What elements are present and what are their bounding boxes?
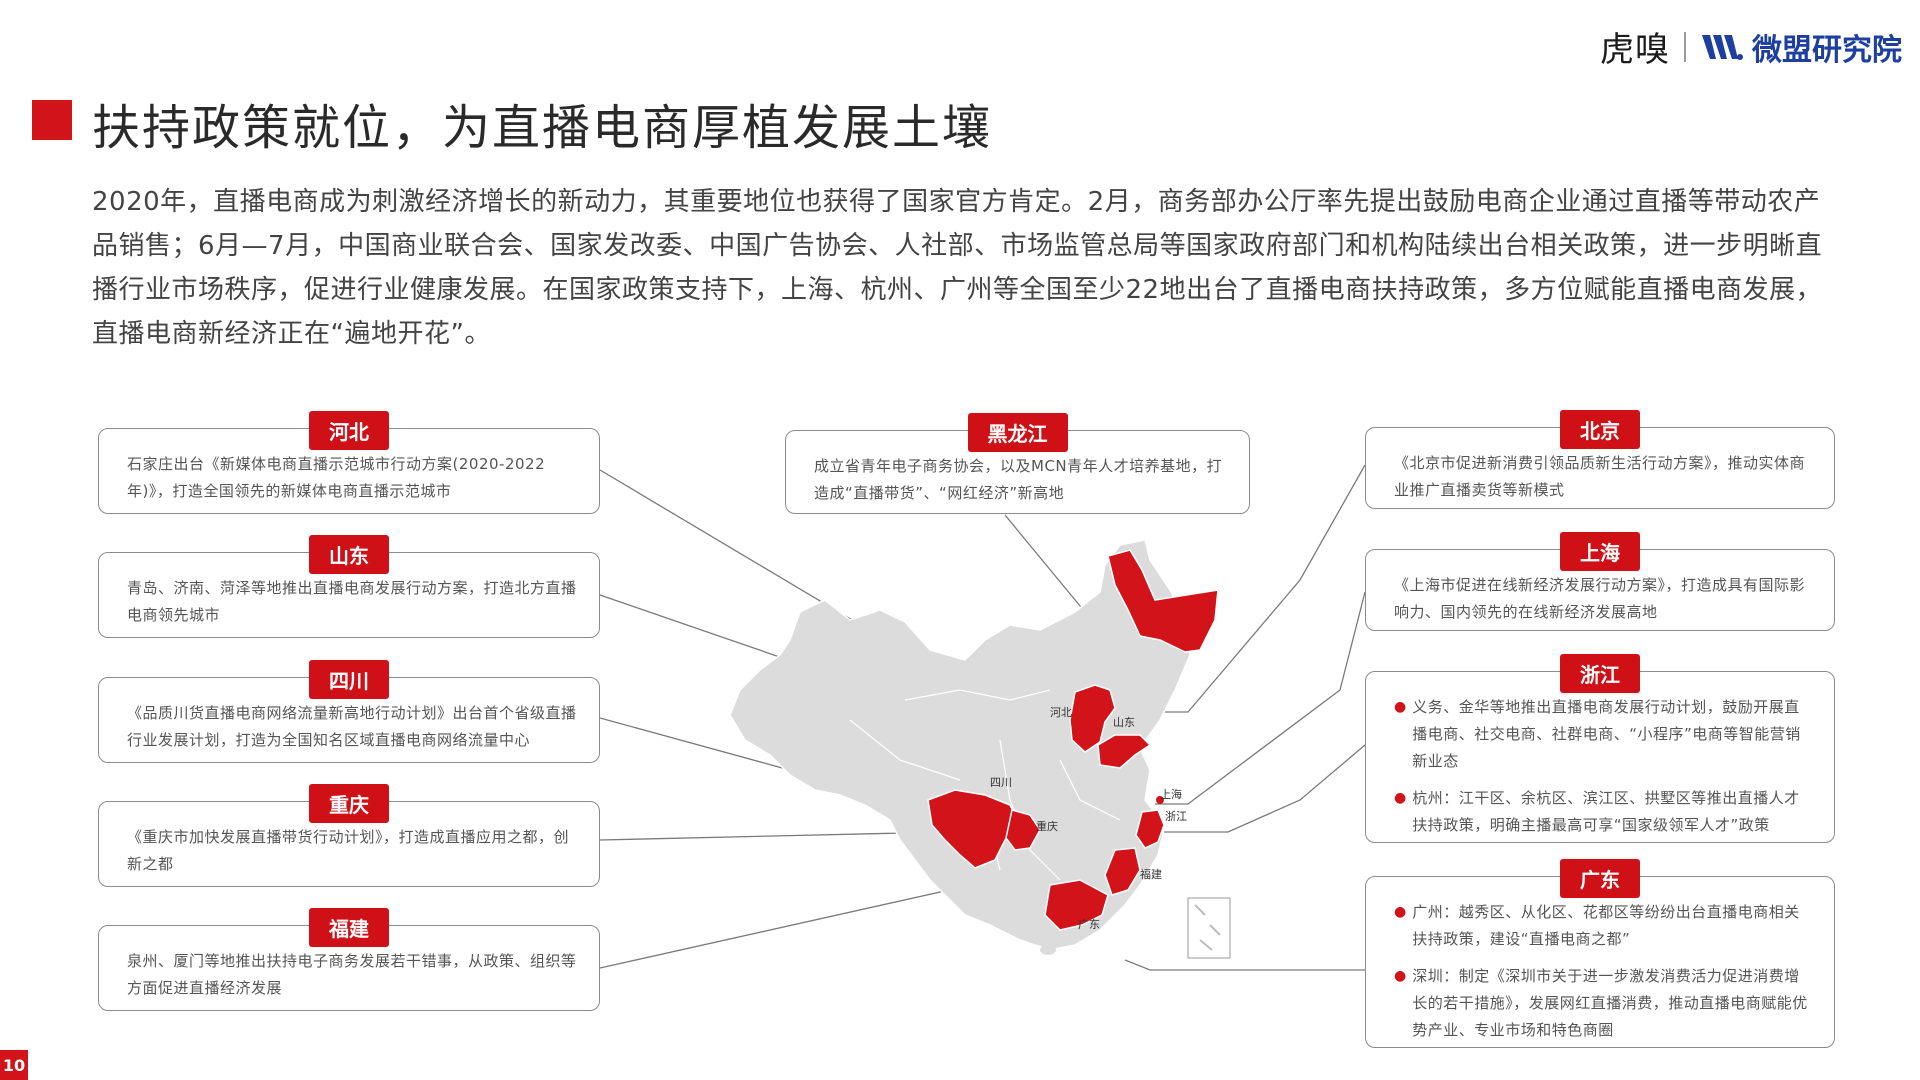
text-zhejiang-1: 义务、金华等地推出直播电商发展行动计划，鼓励开展直播电商、社交电商、社群电商、“… xyxy=(1412,698,1801,770)
zhejiang-bullet-2: ● 杭州：江干区、余杭区、滨江区、拱墅区等推出直播人才扶持政策，明确主播最高可享… xyxy=(1394,785,1812,839)
tag-hebei: 河北 xyxy=(309,411,389,450)
guangdong-bullet-2: ● 深圳：制定《深圳市关于进一步激发消费活力促进消费增长的若干措施》，发展网红直… xyxy=(1394,963,1812,1044)
guangdong-region xyxy=(1044,879,1109,931)
map-label-shanghai: 上海 xyxy=(1160,787,1182,801)
heilongjiang-region xyxy=(1107,549,1219,653)
huxiu-logo: 虎嗅 xyxy=(1600,30,1670,70)
card-chongqing: 重庆 《重庆市加快发展直播带货行动计划》，打造成直播应用之都，创新之都 xyxy=(98,784,600,887)
tag-beijing: 北京 xyxy=(1560,410,1640,449)
bullet-dot-icon: ● xyxy=(1394,699,1407,715)
map-label-guangdong: 广东 xyxy=(1078,918,1100,931)
tag-sichuan: 四川 xyxy=(309,660,389,699)
page-title: 扶持政策就位，为直播电商厚植发展土壤 xyxy=(92,100,993,156)
shanghai-connector xyxy=(1155,591,1366,805)
weimeng-w-icon xyxy=(1702,34,1743,60)
card-heilongjiang: 黑龙江 成立省青年电子商务协会，以及MCN青年人才培养基地，打造成“直播带货”、… xyxy=(785,413,1250,514)
map-label-hebei: 河北 xyxy=(1050,706,1072,719)
map-label-fujian: 福建 xyxy=(1140,867,1162,881)
card-shandong: 山东 青岛、济南、菏泽等地推出直播电商发展行动方案，打造北方直播电商领先城市 xyxy=(98,535,600,638)
text-shanghai: 《上海市促进在线新经济发展行动方案》，打造成具有国际影响力、国内领先的在线新经济… xyxy=(1394,576,1806,621)
hainan-island xyxy=(1040,945,1056,955)
map-label-zhejiang: 浙江 xyxy=(1165,810,1187,823)
text-beijing: 《北京市促进新消费引领品质新生活行动方案》，推动实体商业推广直播卖货等新模式 xyxy=(1394,454,1806,499)
tag-zhejiang: 浙江 xyxy=(1560,654,1640,693)
tag-shanghai: 上海 xyxy=(1560,532,1640,571)
zhejiang-bullet-1: ● 义务、金华等地推出直播电商发展行动计划，鼓励开展直播电商、社交电商、社群电商… xyxy=(1394,694,1812,775)
weimeng-logo: 微盟研究院 xyxy=(1700,25,1902,69)
logo-divider xyxy=(1684,31,1686,62)
card-hebei: 河北 石家庄出台《新媒体电商直播示范城市行动方案(2020-2022年)》，打造… xyxy=(98,411,600,514)
tag-shandong: 山东 xyxy=(309,535,389,574)
map-label-shandong: 山东 xyxy=(1113,716,1135,729)
card-beijing: 北京 《北京市促进新消费引领品质新生活行动方案》，推动实体商业推广直播卖货等新模… xyxy=(1365,410,1835,509)
card-guangdong: 广东 ● 广州：越秀区、从化区、花都区等纷纷出台直播电商相关扶持政策，建设“直播… xyxy=(1365,859,1835,1048)
heilongjiang-connector xyxy=(1004,514,1086,613)
chongqing-region xyxy=(1005,809,1041,851)
zhejiang-region xyxy=(1135,809,1165,849)
inset-islands xyxy=(1194,904,1221,951)
tag-heilongjiang: 黑龙江 xyxy=(967,413,1068,452)
tag-chongqing: 重庆 xyxy=(309,784,389,823)
text-shandong: 青岛、济南、菏泽等地推出直播电商发展行动方案，打造北方直播电商领先城市 xyxy=(127,579,577,624)
text-guangdong-2: 深圳：制定《深圳市关于进一步激发消费活力促进消费增长的若干措施》，发展网红直播消… xyxy=(1412,967,1808,1039)
card-fujian: 福建 泉州、厦门等地推出扶持电子商务发展若干错事，从政策、组织等方面促进直播经济… xyxy=(98,908,600,1011)
zhejiang-connector xyxy=(1160,744,1366,833)
bullet-dot-icon: ● xyxy=(1394,904,1407,920)
fujian-region xyxy=(1104,847,1141,896)
map-label-sichuan: 四川 xyxy=(990,776,1012,789)
text-zhejiang-2: 杭州：江干区、余杭区、滨江区、拱墅区等推出直播人才扶持政策，明确主播最高可享“国… xyxy=(1412,789,1800,834)
text-chongqing: 《重庆市加快发展直播带货行动计划》，打造成直播应用之都，创新之都 xyxy=(127,828,570,873)
title-marker xyxy=(32,100,72,140)
shandong-region xyxy=(1097,734,1152,769)
tag-fujian: 福建 xyxy=(309,908,389,947)
text-hebei: 石家庄出台《新媒体电商直播示范城市行动方案(2020-2022年)》，打造全国领… xyxy=(127,455,546,500)
guangdong-bullet-1: ● 广州：越秀区、从化区、花都区等纷纷出台直播电商相关扶持政策，建设“直播电商之… xyxy=(1394,899,1812,953)
shanghai-region xyxy=(1156,796,1164,804)
card-zhejiang: 浙江 ● 义务、金华等地推出直播电商发展行动计划，鼓励开展直播电商、社交电商、社… xyxy=(1365,654,1835,843)
text-fujian: 泉州、厦门等地推出扶持电子商务发展若干错事，从政策、组织等方面促进直播经济发展 xyxy=(127,952,577,997)
beijing-hebei-region xyxy=(1069,684,1116,753)
card-shanghai: 上海 《上海市促进在线新经济发展行动方案》，打造成具有国际影响力、国内领先的在线… xyxy=(1365,532,1835,631)
map-label-chongqing: 重庆 xyxy=(1036,819,1058,833)
intro-paragraph: 2020年，直播电商成为刺激经济增长的新动力，其重要地位也获得了国家官方肯定。2… xyxy=(92,187,1823,349)
text-guangdong-1: 广州：越秀区、从化区、花都区等纷纷出台直播电商相关扶持政策，建设“直播电商之都” xyxy=(1412,903,1800,948)
text-heilongjiang: 成立省青年电子商务协会，以及MCN青年人才培养基地，打造成“直播带货”、“网红经… xyxy=(814,457,1223,502)
bullet-dot-icon: ● xyxy=(1394,968,1407,984)
card-sichuan: 四川 《品质川货直播电商网络流量新高地行动计划》出台首个省级直播行业发展计划，打… xyxy=(98,660,600,763)
page-number: 10 xyxy=(0,1050,28,1080)
header-logos: 虎嗅 微盟研究院 xyxy=(1600,22,1902,71)
tag-guangdong: 广东 xyxy=(1560,859,1640,898)
guangdong-connector xyxy=(1124,959,1365,971)
text-sichuan: 《品质川货直播电商网络流量新高地行动计划》出台首个省级直播行业发展计划，打造为全… xyxy=(127,704,577,749)
weimeng-name: 微盟研究院 xyxy=(1752,32,1902,68)
bullet-dot-icon: ● xyxy=(1394,790,1407,806)
china-outline xyxy=(729,539,1191,951)
sichuan-region xyxy=(927,789,1021,869)
south-china-sea-inset xyxy=(1187,897,1231,959)
